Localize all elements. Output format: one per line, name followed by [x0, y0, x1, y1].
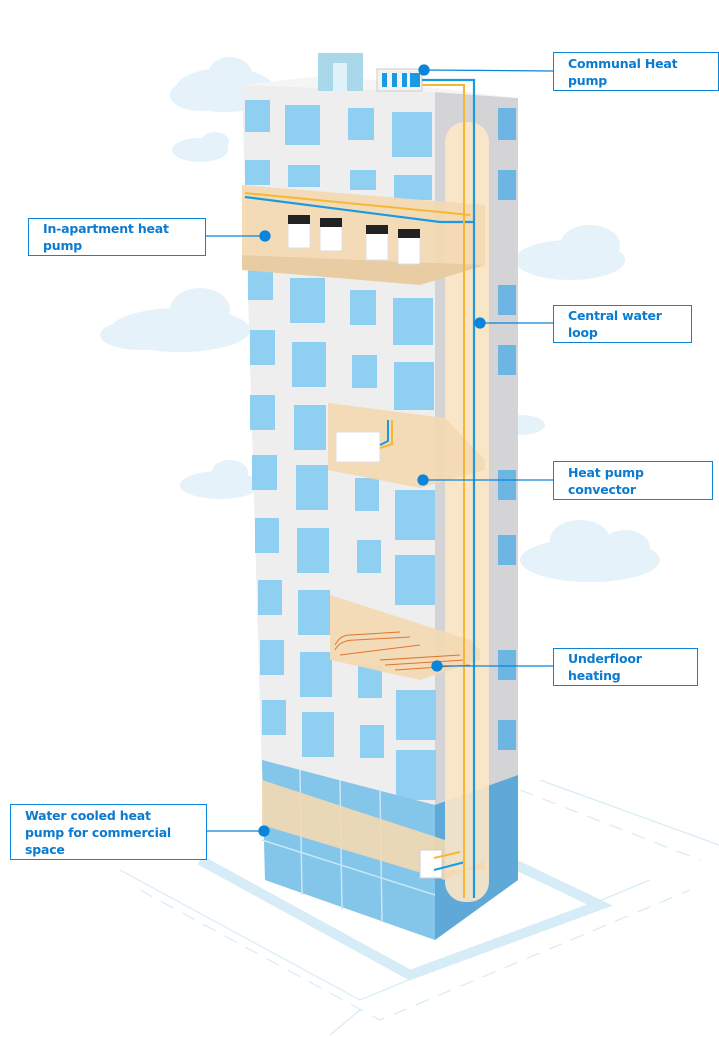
- riser-shaft: [445, 122, 489, 902]
- label-heat-pump-convector: Heat pump convector: [553, 461, 713, 500]
- label-communal-heat-pump: Communal Heat pump: [553, 52, 719, 91]
- label-underfloor-heating: Underfloor heating: [553, 648, 698, 686]
- side-windows: [498, 108, 516, 750]
- building: [242, 53, 518, 940]
- cloud: [170, 57, 275, 112]
- underfloor-coils: [334, 631, 471, 671]
- cloud: [100, 288, 250, 352]
- cloud: [180, 460, 260, 499]
- clouds: [100, 57, 660, 582]
- central-loop-cold-pipe: [422, 78, 476, 898]
- cloud: [520, 520, 660, 582]
- label-in-apartment-heat-pump: In-apartment heat pump: [28, 218, 206, 256]
- windows: [245, 100, 436, 800]
- cloud: [172, 132, 229, 162]
- water-cooled-unit: [419, 849, 443, 879]
- callouts: [206, 64, 554, 837]
- central-loop-hot-pipe: [422, 84, 465, 898]
- convector-unit: [335, 431, 381, 463]
- communal-heat-pump-unit: [376, 68, 423, 92]
- in-apartment-heat-pump-units: [287, 215, 421, 265]
- label-central-water-loop: Central water loop: [553, 305, 692, 343]
- label-water-cooled-heat-pump: Water cooled heat pump for commercial sp…: [10, 804, 207, 860]
- cloud: [515, 225, 625, 280]
